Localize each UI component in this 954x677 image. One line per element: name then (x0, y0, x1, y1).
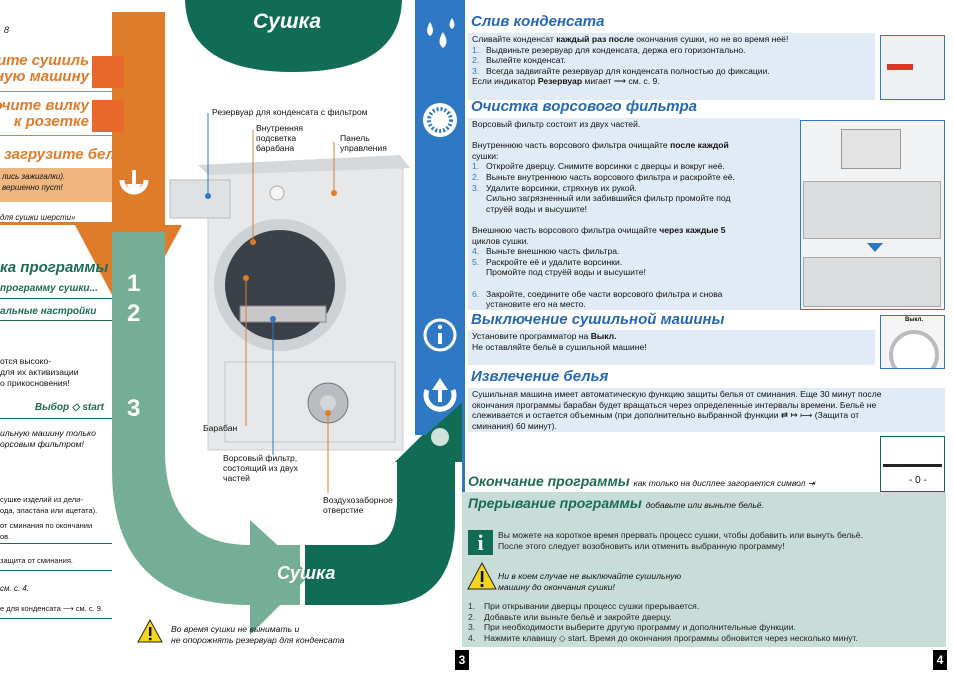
page-ref-4: см. с. 4. (0, 584, 30, 593)
section-title: ка программы (0, 259, 109, 276)
display-image: - 0 - (880, 436, 945, 492)
program-end-title: Окончание программы как только на диспле… (468, 473, 815, 489)
page-number-3: 3 (455, 650, 469, 670)
unload-arrow-icon (423, 378, 457, 412)
bottom-title: Сушка (277, 563, 336, 583)
program-dial-image: Выкл. (880, 315, 945, 369)
plug-icon (92, 100, 124, 132)
info-icon: i (468, 530, 493, 555)
step-number-3: 3 (127, 395, 141, 422)
label-condensate-tank: Резервуар для конденсата с фильтром (212, 107, 368, 117)
eye-icon (92, 56, 124, 88)
warning-icon (137, 619, 163, 643)
drain-body: Сливайте конденсат каждый раз после окон… (468, 33, 875, 100)
step-load-laundry: загрузите бельё (4, 146, 133, 163)
subheading-settings: альные настройки (0, 306, 97, 317)
page-ref: 8 (4, 25, 10, 35)
step-dot-icon (431, 428, 449, 446)
water-drops-icon (427, 18, 455, 48)
page-number-4: 4 (933, 650, 947, 670)
switch-off-body: Установите программатор на Выкл. Не оста… (468, 330, 875, 365)
switch-off-title: Выключение сушильной машины (471, 311, 725, 328)
step-number-1: 1 (127, 270, 141, 297)
dryer-illustration (169, 155, 410, 451)
top-title: Сушка (253, 10, 322, 33)
drain-tank-image (880, 35, 945, 100)
delicate-note: сушке изделий из дели-ода, эластана или … (0, 495, 98, 515)
filter-cleaning-images (800, 120, 945, 310)
warning-icon (467, 562, 497, 590)
wool-note: для сушки шерсти» (0, 213, 76, 222)
filter-body: Ворсовый фильтр состоит из двух частей. … (468, 118, 800, 310)
subheading-program: программу сушки... (0, 283, 98, 294)
load-arrow-icon (119, 170, 149, 195)
lint-filter-icon (423, 103, 457, 137)
remove-laundry-title: Извлечение белья (471, 368, 609, 385)
pause-title: Прерывание программы добавьте или выньте… (468, 495, 764, 511)
crease-protection-note: защита от сминания. (0, 556, 73, 565)
pause-warning: Ни в коем случае не выключайте сушильную… (498, 571, 682, 592)
note-box: лись зажигалки).вершенно пуст! (0, 168, 112, 202)
page-ref-9: е для конденсата ⟶ см. с. 9. (0, 604, 103, 613)
step-number-2: 2 (127, 300, 141, 327)
pause-steps: 1.При открывании дверцы процесс сушки пр… (468, 601, 858, 643)
info-circle-icon (423, 318, 457, 352)
step-check-machine: отрите сушильную машину (0, 52, 89, 85)
drain-title: Слив конденсата (471, 13, 605, 30)
filter-title: Очистка ворсового фильтра (471, 98, 698, 115)
pause-info: Вы можете на короткое время прервать про… (498, 530, 863, 551)
label-drum: Барабан (203, 423, 238, 433)
select-start: Выбор ◇ start (34, 402, 104, 413)
remove-laundry-body: Сушильная машина имеет автоматическую фу… (468, 388, 945, 432)
